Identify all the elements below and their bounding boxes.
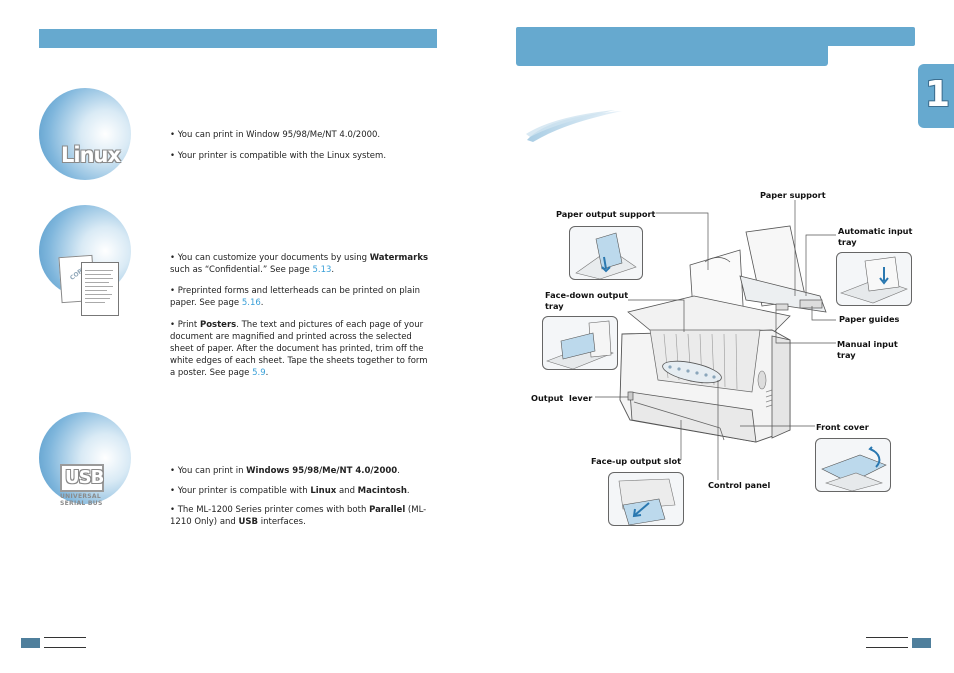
bullet-text-run: and	[336, 486, 358, 496]
label-face-down-output-tray: Face-down output tray	[545, 290, 629, 311]
bullet-text-run: interfaces.	[258, 517, 306, 527]
linux-logo: Linux	[61, 143, 121, 167]
bullet-text-run: • The ML-1200 Series printer comes with …	[170, 505, 370, 515]
label-paper-output-support: Paper output support	[556, 209, 656, 219]
inset-face-up-output-slot	[608, 472, 684, 526]
chapter-number: 1	[925, 74, 951, 115]
bullet-text-run: .	[331, 265, 335, 275]
bullet-text-run: .	[406, 486, 410, 496]
label-output-lever: Output lever	[531, 393, 593, 403]
linux-bullet-1: • You can print in Window 95/98/Me/NT 4.…	[170, 129, 435, 141]
docs-bullet-3: • Print Posters. The text and pictures o…	[170, 319, 435, 379]
bullet-text-run: .	[397, 466, 400, 476]
bullet-text-run: USB	[238, 517, 259, 527]
usb-bullet-1: • You can print in Windows 95/98/Me/NT 4…	[170, 465, 435, 477]
usb-logo: USB UNIVERSAL SERIAL BUS	[60, 464, 106, 507]
inset-paper-output-support	[569, 226, 643, 280]
page-reference-link[interactable]: 5.13	[312, 265, 332, 275]
bullet-text-run: • You can print in Window 95/98/Me/NT 4.…	[170, 130, 381, 140]
bullet-text-run: (ML-1210 Only) and	[170, 505, 427, 527]
usb-bullet-3: • The ML-1200 Series printer comes with …	[170, 504, 435, 528]
right-footer-rule-1	[866, 637, 908, 638]
bullet-text-run: • Print	[170, 320, 200, 330]
bullet-text-run: • Preprinted forms and letterheads can b…	[170, 286, 420, 308]
usb-logo-sub-1: UNIVERSAL	[60, 493, 101, 500]
label-control-panel: Control panel	[708, 480, 771, 490]
bullet-text-run: Linux	[310, 486, 337, 496]
document-sheets-icon: COPY	[58, 252, 121, 318]
left-footer-rule-1	[44, 637, 86, 638]
bullet-text-run: Watermarks	[369, 253, 429, 263]
bullet-text-run: • You can print in	[170, 466, 247, 476]
right-footer-block	[912, 638, 931, 648]
label-manual-input-tray: Manual input tray	[837, 339, 898, 360]
docs-bullet-2: • Preprinted forms and letterheads can b…	[170, 285, 435, 309]
right-footer-rule-2	[866, 647, 908, 648]
inset-face-down-output-tray	[542, 316, 618, 370]
page-reference-link[interactable]: 5.9	[252, 368, 266, 378]
label-front-cover: Front cover	[816, 422, 869, 432]
bullet-text-run: Parallel	[369, 505, 406, 515]
bullet-text-run: .	[260, 298, 264, 308]
left-footer-block	[21, 638, 40, 648]
usb-bullet-2: • Your printer is compatible with Linux …	[170, 485, 435, 497]
bullet-text-run: .	[265, 368, 269, 378]
usb-logo-sub-2: SERIAL BUS	[60, 500, 103, 507]
left-footer-rule-2	[44, 647, 86, 648]
section-1-circle	[39, 88, 131, 180]
bullet-text-run: Windows 95/98/Me/NT 4.0/2000	[246, 466, 398, 476]
bullet-text-run: such as “Confidential.” See page	[170, 265, 313, 275]
label-paper-guides: Paper guides	[839, 314, 900, 324]
bullet-text-run: . The text and pictures of each page of …	[170, 320, 428, 378]
right-header-bar-bottom	[516, 44, 828, 66]
bullet-text-run: Macintosh	[357, 486, 407, 496]
label-face-up-output-slot: Face-up output slot	[591, 456, 682, 466]
inset-front-cover	[815, 438, 891, 492]
bullet-text-run: Posters	[199, 320, 237, 330]
page-reference-link[interactable]: 5.16	[241, 298, 261, 308]
label-automatic-input-tray: Automatic input tray	[838, 226, 913, 247]
bullet-text-run: • You can customize your documents by us…	[170, 253, 370, 263]
bullet-text-run: • Your printer is compatible with	[170, 486, 311, 496]
left-header-bar	[39, 29, 437, 48]
inset-automatic-input-tray	[836, 252, 912, 306]
label-paper-support: Paper support	[760, 190, 826, 200]
docs-bullet-1: • You can customize your documents by us…	[170, 252, 435, 276]
linux-bullet-2: • Your printer is compatible with the Li…	[170, 150, 435, 162]
right-header-bar-top	[516, 27, 915, 46]
bullet-text-run: • Your printer is compatible with the Li…	[170, 151, 387, 161]
chapter-tab	[918, 64, 954, 128]
